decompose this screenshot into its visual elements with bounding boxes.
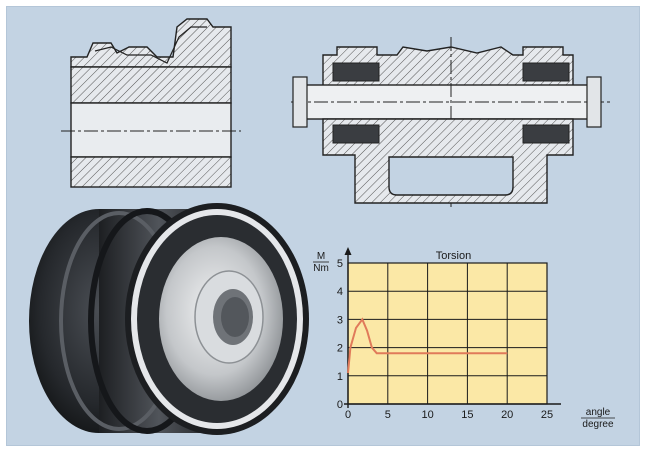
x-tick-label-4: 20 — [501, 409, 513, 421]
figure-canvas: 0 5 10 15 20 25 0 1 2 3 4 5 Torsion M Nm angle deg… — [29, 18, 615, 435]
y-tick-label-5: 5 — [337, 258, 343, 270]
x-tick-label-5: 25 — [541, 409, 553, 421]
y-tick-label-2: 2 — [337, 343, 343, 355]
x-tick-label-0: 0 — [345, 409, 351, 421]
figure-panel: 0 5 10 15 20 25 0 1 2 3 4 5 Torsion M Nm angle deg… — [6, 6, 640, 446]
x-tick-label-2: 10 — [421, 409, 433, 421]
bushing-render — [29, 203, 309, 435]
y-tick-label-1: 1 — [337, 371, 343, 383]
torsion-series-line — [347, 317, 508, 374]
y-axis-arrow — [344, 247, 352, 255]
x-tick-labels: 0 5 10 15 20 25 — [345, 409, 553, 421]
x-tick-label-1: 5 — [385, 409, 391, 421]
chart-title: Torsion — [436, 250, 471, 262]
torsion-chart: 0 5 10 15 20 25 0 1 2 3 4 5 Torsion M Nm angle deg… — [313, 247, 615, 430]
x-axis-label-top: angle — [586, 407, 611, 418]
y-axis-label-bottom: Nm — [313, 263, 329, 274]
grid — [347, 262, 548, 405]
y-tick-labels: 0 1 2 3 4 5 — [337, 258, 343, 411]
y-tick-label-4: 4 — [337, 286, 343, 298]
y-tick-label-0: 0 — [337, 399, 343, 411]
x-axis-label-bottom: degree — [582, 419, 614, 430]
y-axis-label-top: M — [317, 251, 325, 262]
axes — [344, 247, 561, 408]
left-section-drawing — [61, 18, 241, 188]
plot-area — [347, 262, 548, 405]
x-tick-label-3: 15 — [461, 409, 473, 421]
y-tick-label-3: 3 — [337, 314, 343, 326]
right-section-drawing — [291, 37, 611, 207]
